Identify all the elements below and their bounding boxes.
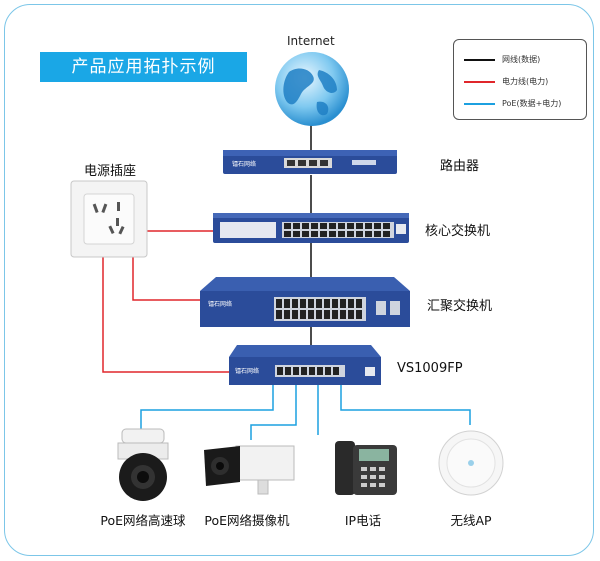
ip-phone-icon bbox=[335, 441, 397, 495]
legend-item-poe: PoE(数据+电力) bbox=[464, 96, 584, 112]
poe-line-dome bbox=[140, 385, 274, 430]
legend-label: 电力线(电力) bbox=[502, 77, 549, 86]
aggregation-switch-label: 汇聚交换机 bbox=[427, 299, 493, 314]
poe-switch-brand: 镭石网络 bbox=[235, 367, 259, 375]
endpoint-label-phone: IP电话 bbox=[344, 513, 382, 528]
aggregation-switch-device: 镭石网络 bbox=[200, 277, 410, 327]
page-title: 产品应用拓扑示例 bbox=[40, 52, 247, 82]
globe-icon bbox=[275, 52, 349, 126]
legend-label: 网线(数据) bbox=[502, 55, 541, 64]
core-switch-label: 核心交换机 bbox=[425, 224, 491, 239]
power-line-poe bbox=[102, 257, 232, 373]
outlet-label: 电源插座 bbox=[84, 164, 137, 179]
poe-switch-label: VS1009FP bbox=[397, 361, 463, 376]
legend-swatch bbox=[464, 81, 495, 83]
poe-switch-device: 镭石网络 bbox=[229, 345, 381, 385]
legend: 网线(数据) 电力线(电力) PoE(数据+电力) bbox=[453, 39, 587, 120]
legend-item-data: 网线(数据) bbox=[464, 52, 584, 68]
poe-line-bullet bbox=[250, 385, 297, 440]
legend-swatch bbox=[464, 103, 495, 105]
legend-swatch bbox=[464, 59, 495, 61]
router-label: 路由器 bbox=[440, 159, 480, 174]
power-line-aggregation bbox=[132, 257, 200, 301]
endpoint-label-ap: 无线AP bbox=[450, 513, 492, 528]
bullet-camera-icon bbox=[204, 445, 295, 495]
router-device: 镭石网络 bbox=[223, 150, 397, 174]
wireless-ap-icon bbox=[438, 430, 504, 496]
power-outlet-icon bbox=[70, 180, 148, 258]
core-switch-device bbox=[213, 213, 409, 243]
ptz-dome-camera-icon bbox=[117, 428, 169, 501]
internet-label: Internet bbox=[287, 34, 335, 48]
endpoint-label-bullet: PoE网络摄像机 bbox=[204, 513, 290, 528]
endpoint-label-dome: PoE网络高速球 bbox=[100, 513, 186, 528]
legend-item-power: 电力线(电力) bbox=[464, 74, 584, 90]
aggregation-brand: 镭石网络 bbox=[208, 300, 232, 308]
router-brand: 镭石网络 bbox=[232, 160, 256, 168]
poe-line-ap bbox=[340, 385, 471, 425]
legend-label: PoE(数据+电力) bbox=[502, 99, 562, 108]
